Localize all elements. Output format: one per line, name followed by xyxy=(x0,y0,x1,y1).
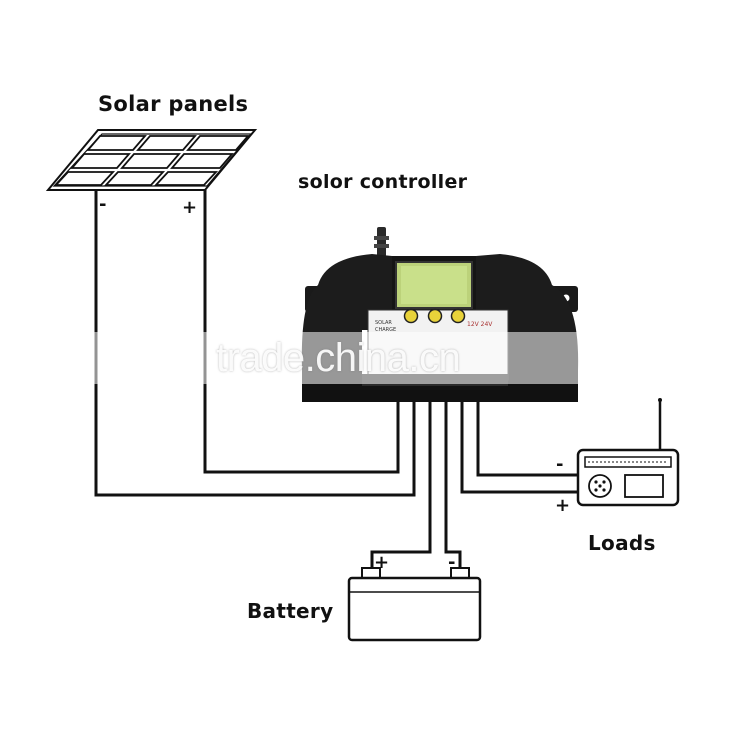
controller-voltage: 12V 24V xyxy=(467,321,493,328)
load-wires xyxy=(460,400,578,494)
load-positive-sign: + xyxy=(555,495,571,516)
loads-label: Loads xyxy=(588,531,656,555)
controller-brand-1: SOLAR xyxy=(375,320,392,326)
solar-panels-label: Solar panels xyxy=(98,92,249,116)
controller-label: solor controller xyxy=(298,171,468,193)
battery-negative-sign: - xyxy=(448,552,456,573)
battery-icon xyxy=(347,567,482,642)
watermark-text: trade.china.cn xyxy=(216,336,461,380)
battery-wires xyxy=(370,400,462,578)
panel-positive-sign: + xyxy=(182,197,198,218)
solar-panel-icon xyxy=(45,129,258,191)
load-negative-sign: - xyxy=(556,454,564,475)
battery-label: Battery xyxy=(247,599,334,623)
radio-icon xyxy=(576,398,680,507)
battery-positive-sign: + xyxy=(374,552,390,573)
controller-brand-2: CHARGE xyxy=(375,327,396,333)
watermark-band xyxy=(85,332,585,384)
panel-negative-sign: - xyxy=(99,194,107,215)
